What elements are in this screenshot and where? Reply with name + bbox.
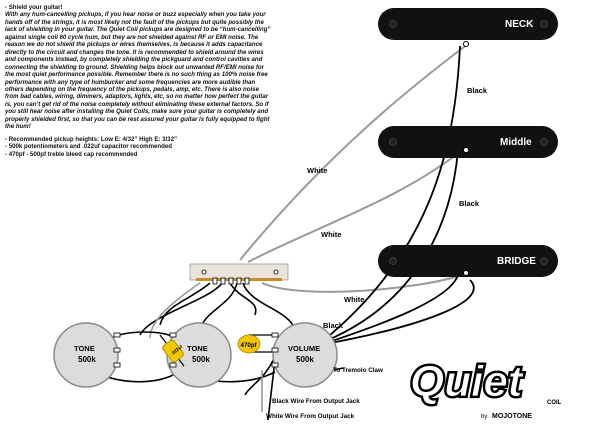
- white-wire-neck: [239, 43, 469, 261]
- pickup-middle-label: Middle: [500, 137, 532, 148]
- label-black-neck: Black: [467, 86, 488, 95]
- pot-tone-1: TONE 500k: [53, 322, 121, 388]
- pot-volume-name: VOLUME: [288, 344, 320, 353]
- pot-tone-2-name: TONE: [187, 344, 208, 353]
- treble-bleed-capacitor: 470pf: [237, 334, 272, 354]
- note-pots-cap: - 500k potentiometers and .022uf capacit…: [5, 143, 172, 151]
- notes-paragraph: With any hum-cancelling pickups, if you …: [5, 11, 271, 131]
- pot-tone-1-name: TONE: [74, 344, 95, 353]
- switch-pot-wires: [139, 282, 296, 336]
- label-white-jack: White Wire From Output Jack: [266, 413, 355, 420]
- logo-word: Quiet: [410, 357, 525, 406]
- label-white-neck: White: [307, 166, 327, 175]
- black-wire-neck: [329, 45, 461, 336]
- pot-volume-value: 500k: [296, 355, 314, 364]
- label-black-jack: Black Wire From Output Jack: [272, 398, 360, 405]
- logo-brand: MOJOTONE: [492, 413, 532, 420]
- logo-word-inner: Quiet: [410, 357, 525, 406]
- shielding-notes: - Shield your guitar! With any hum-cance…: [5, 4, 273, 158]
- black-wire-volume: [319, 279, 475, 346]
- white-wires: [239, 43, 469, 293]
- label-black-middle: Black: [459, 199, 480, 208]
- pickup-neck-label: NECK: [505, 19, 534, 30]
- pot-tone-2-value: 500k: [192, 355, 210, 364]
- tone-capacitor: .022uf: [159, 334, 185, 367]
- label-black-volume: Black: [323, 321, 344, 330]
- white-wire-middle: [247, 147, 466, 263]
- treble-bleed-label: 470pf: [241, 342, 258, 349]
- label-tremolo: To Tremolo Claw: [333, 367, 383, 374]
- pickup-bridge-label: BRIDGE: [497, 256, 536, 267]
- notes-heading: - Shield your guitar!: [5, 4, 63, 11]
- white-wire-bridge: [261, 273, 466, 293]
- pickup-middle: Middle: [378, 126, 558, 158]
- logo-sub: COIL: [547, 400, 562, 406]
- logo-by: by: [481, 414, 487, 420]
- note-treble-bleed: - 470pf - 500pf treble bleed cap recomme…: [5, 150, 138, 158]
- label-white-middle: White: [321, 230, 341, 239]
- quiet-coil-logo: Quiet Quiet COIL by MOJOTONE: [408, 355, 562, 420]
- pickup-bridge: BRIDGE: [378, 245, 558, 277]
- pot-tone-1-value: 500k: [78, 355, 96, 364]
- five-way-switch: [189, 263, 289, 285]
- label-white-bridge: White: [344, 295, 364, 304]
- note-pickup-heights: - Recommended pickup heights: Low E: 4/3…: [5, 135, 178, 143]
- black-wire-bridge: [325, 274, 459, 344]
- pot-volume: VOLUME 500k: [271, 322, 338, 388]
- pickup-neck: NECK: [378, 8, 558, 47]
